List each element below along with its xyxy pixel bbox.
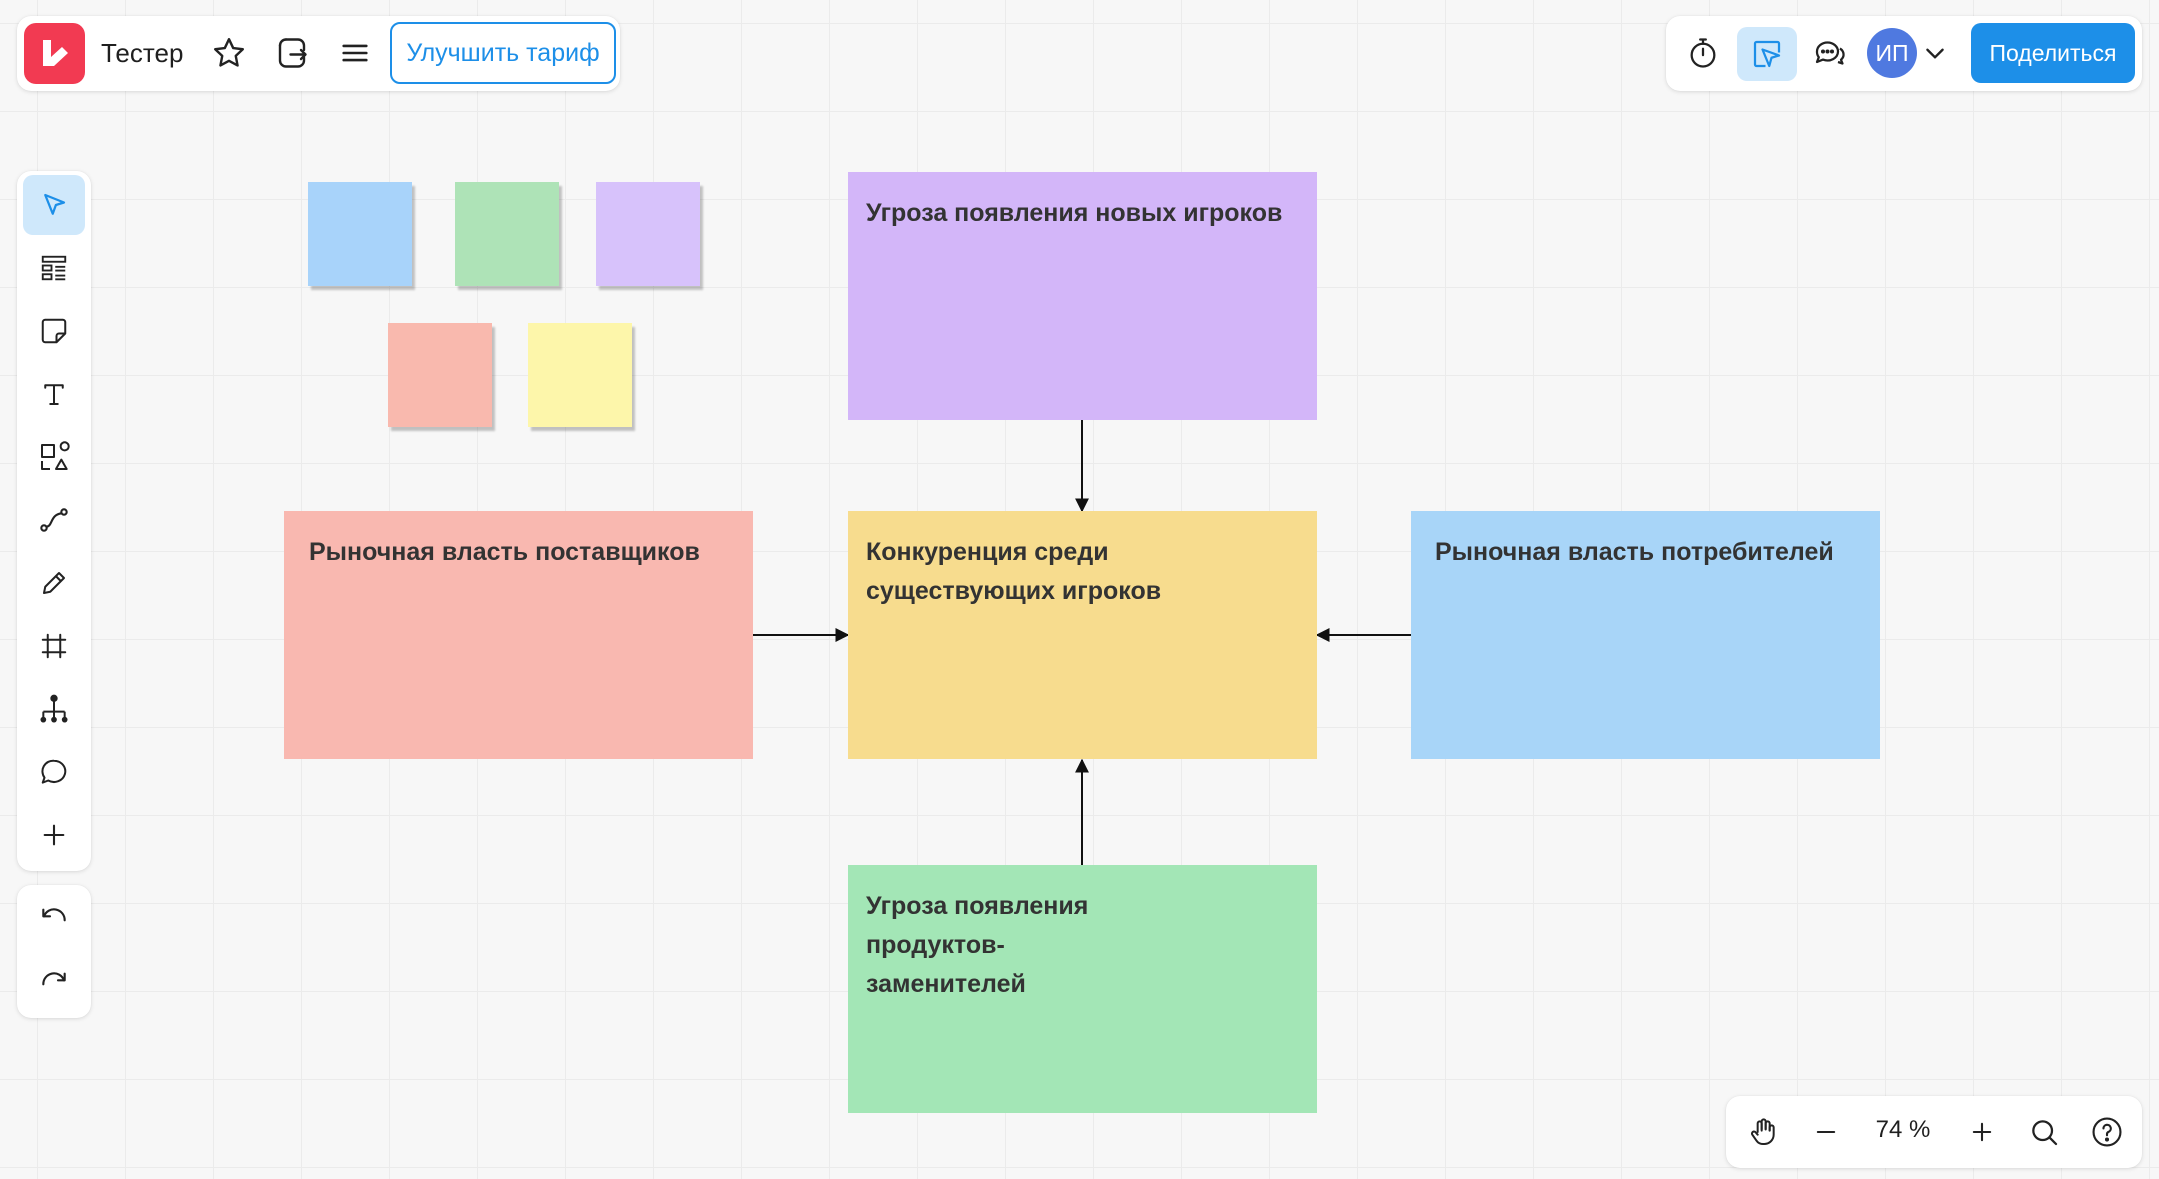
tools-toolbar [17,171,91,871]
comments-icon[interactable] [1803,27,1855,79]
card-suppliers[interactable]: Рыночная власть поставщиков [284,511,753,759]
sticker-swatch-green[interactable] [455,182,559,286]
card-suppliers-text[interactable]: Рыночная власть поставщиков [309,538,700,566]
help-icon[interactable] [2081,1106,2133,1158]
chevron-down-icon[interactable] [1915,27,1955,79]
user-avatar[interactable]: ИП [1867,28,1917,78]
card-substitutes[interactable]: Угроза появления продуктов-заменителей [848,865,1317,1113]
search-icon[interactable] [2018,1106,2070,1158]
templates-tool[interactable] [23,238,85,298]
card-new-entrants-text[interactable]: Угроза появления новых игроков [866,199,1283,227]
mindmap-tool[interactable] [23,679,85,739]
history-toolbar [17,885,91,1018]
favorite-star-icon[interactable] [203,27,255,79]
card-buyers-text[interactable]: Рыночная власть потребителей [1435,538,1834,566]
app-logo[interactable] [24,23,85,84]
board-header-panel: Тестер Улучшить тариф [17,16,620,91]
zoom-in-icon[interactable] [1956,1106,2008,1158]
text-tool[interactable] [23,364,85,424]
share-button[interactable]: Поделиться [1971,23,2135,83]
card-new-entrants[interactable]: Угроза появления новых игроков [848,172,1317,420]
sticker-swatch-blue[interactable] [308,182,412,286]
menu-icon[interactable] [329,27,381,79]
card-buyers[interactable]: Рыночная власть потребителей [1411,511,1880,759]
board-title[interactable]: Тестер [101,38,184,68]
zoom-out-icon[interactable] [1800,1106,1852,1158]
card-substitutes-text[interactable]: Угроза появления продуктов-заменителей [866,892,1089,998]
sticker-swatch-pink[interactable] [388,323,492,427]
sticky-note-tool[interactable] [23,301,85,361]
sticker-swatch-yellow[interactable] [528,323,632,427]
pen-tool[interactable] [23,553,85,613]
card-rivalry-text[interactable]: Конкуренция среди существующих игроков [866,538,1162,605]
select-tool[interactable] [23,175,85,235]
shapes-tool[interactable] [23,427,85,487]
upgrade-plan-button[interactable]: Улучшить тариф [390,22,616,84]
comment-tool[interactable] [23,742,85,802]
hand-pan-icon[interactable] [1737,1106,1789,1158]
more-tools-button[interactable] [23,805,85,865]
zoom-panel: 74 % [1726,1096,2142,1168]
undo-button[interactable] [23,889,85,949]
frame-tool[interactable] [23,616,85,676]
zoom-level[interactable]: 74 % [1875,1116,1931,1143]
collaboration-panel: ИП Поделиться [1666,16,2142,91]
connector-tool[interactable] [23,490,85,550]
export-board-icon[interactable] [266,27,318,79]
card-rivalry[interactable]: Конкуренция среди существующих игроков [848,511,1317,759]
follow-cursor-icon[interactable] [1737,27,1797,81]
timer-icon[interactable] [1677,27,1729,79]
sticker-swatch-purple[interactable] [596,182,700,286]
redo-button[interactable] [23,953,85,1013]
